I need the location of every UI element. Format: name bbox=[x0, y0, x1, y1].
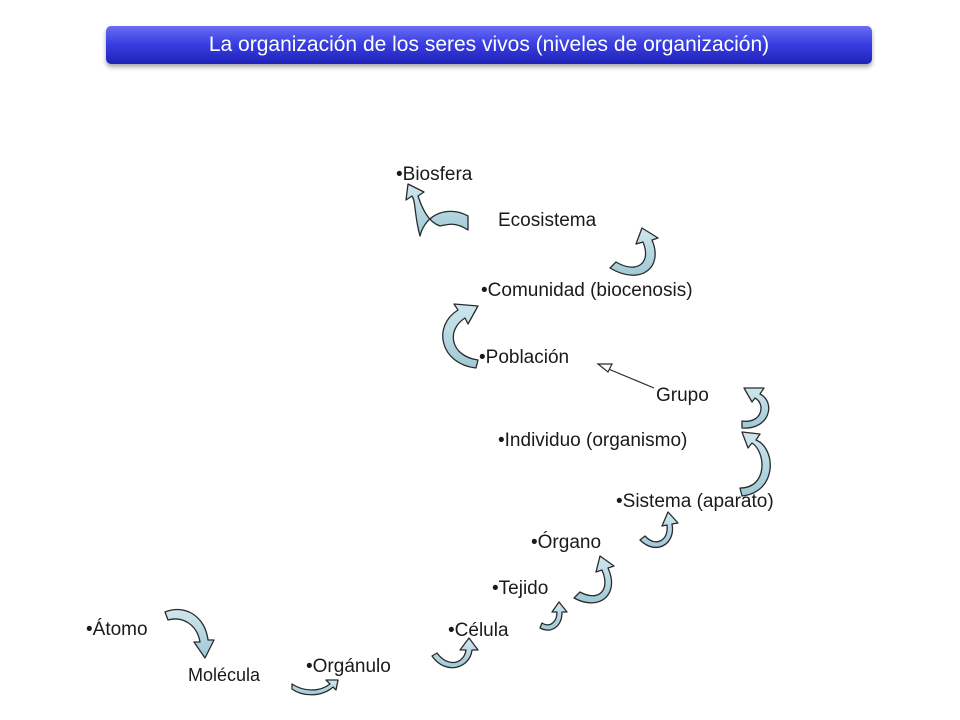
arrowhead-grupo-poblacion bbox=[596, 363, 613, 373]
level-label: Población bbox=[485, 347, 570, 368]
level-label: Átomo bbox=[92, 619, 148, 640]
arrow-atomo-molecula bbox=[164, 608, 215, 659]
level-organo: •Órgano bbox=[531, 532, 601, 554]
level-label: Célula bbox=[454, 620, 509, 641]
bullet: • bbox=[306, 656, 313, 677]
level-label: Sistema (aparato) bbox=[622, 491, 774, 512]
level-tejido: •Tejido bbox=[492, 578, 548, 600]
level-comunidad: •Comunidad (biocenosis) bbox=[481, 280, 693, 302]
level-label: Individuo (organismo) bbox=[504, 430, 688, 451]
level-label: Grupo bbox=[656, 385, 709, 406]
level-label: Molécula bbox=[188, 665, 261, 685]
bullet: • bbox=[86, 619, 93, 640]
level-biosfera: •Biosfera bbox=[396, 164, 472, 186]
connector-grupo-poblacion bbox=[605, 367, 655, 389]
arrow-ecosistema-biosfera bbox=[405, 183, 469, 237]
arrow-sistema-individuo bbox=[739, 431, 771, 497]
arrow-celula-tejido bbox=[539, 601, 568, 631]
bullet: • bbox=[481, 280, 488, 301]
arrow-organulo-celula bbox=[431, 637, 479, 669]
bullet: • bbox=[498, 430, 505, 451]
level-label: Biosfera bbox=[402, 164, 473, 185]
level-label: Ecosistema bbox=[498, 210, 597, 231]
arrow-organo-sistema bbox=[639, 511, 679, 549]
bullet: • bbox=[479, 347, 486, 368]
arrow-molecula-organulo bbox=[291, 679, 339, 696]
level-label: Comunidad (biocenosis) bbox=[487, 280, 693, 301]
arrow-individuo-grupo bbox=[741, 387, 770, 429]
bullet: • bbox=[448, 620, 455, 641]
level-poblacion: •Población bbox=[479, 347, 569, 369]
bullet: • bbox=[616, 491, 623, 512]
level-label: Órgano bbox=[537, 532, 602, 553]
level-individuo: •Individuo (organismo) bbox=[498, 430, 687, 452]
title-banner: La organización de los seres vivos (nive… bbox=[106, 26, 872, 64]
bullet: • bbox=[396, 164, 403, 185]
bullet: • bbox=[531, 532, 538, 553]
arrow-poblacion-comunidad bbox=[442, 303, 479, 369]
level-label: Orgánulo bbox=[312, 656, 391, 677]
level-grupo: Grupo bbox=[656, 385, 709, 407]
level-molecula: Molécula bbox=[188, 664, 260, 686]
arrow-tejido-organo bbox=[573, 555, 615, 604]
level-celula: •Célula bbox=[448, 620, 509, 642]
page-title: La organización de los seres vivos (nive… bbox=[208, 33, 770, 56]
bullet: • bbox=[492, 578, 499, 599]
level-organulo: •Orgánulo bbox=[306, 656, 391, 678]
level-atomo: •Átomo bbox=[86, 619, 148, 641]
level-label: Tejido bbox=[498, 578, 549, 599]
arrow-comunidad-ecosistema bbox=[609, 227, 659, 276]
level-ecosistema: Ecosistema bbox=[498, 210, 596, 232]
level-sistema: •Sistema (aparato) bbox=[616, 491, 774, 513]
